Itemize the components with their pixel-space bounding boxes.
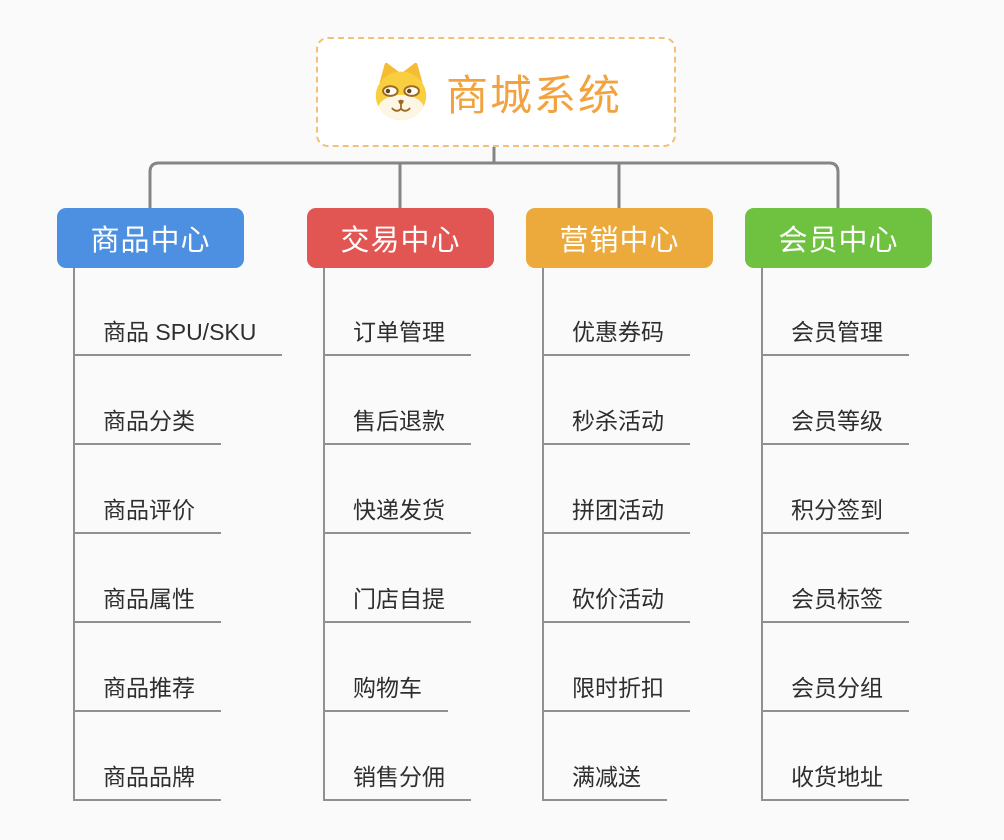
leaf-node[interactable]: 快递发货 — [323, 495, 471, 534]
branch-node-trade-center[interactable]: 交易中心 — [307, 208, 494, 268]
branch-label: 交易中心 — [340, 225, 461, 257]
branch-trunk-line — [542, 268, 544, 801]
branch-label: 营销中心 — [559, 225, 680, 257]
leaf-label: 会员标签 — [791, 586, 883, 612]
branch-column-product: 商品中心 商品 SPU/SKU 商品分类 商品评价 商品属性 商品推荐 商品品牌 — [57, 208, 283, 808]
leaf-node[interactable]: 门店自提 — [323, 584, 471, 623]
leaf-node[interactable]: 收货地址 — [761, 762, 909, 801]
leaf-label: 收货地址 — [791, 764, 883, 790]
branch-label: 会员中心 — [778, 225, 899, 257]
leaf-label: 商品分类 — [103, 408, 195, 434]
leaf-node[interactable]: 会员管理 — [761, 317, 909, 356]
leaf-label: 订单管理 — [353, 319, 445, 345]
leaf-label: 商品品牌 — [103, 764, 195, 790]
branch-column-trade: 交易中心 订单管理 售后退款 快递发货 门店自提 购物车 销售分佣 — [307, 208, 494, 808]
leaf-node[interactable]: 售后退款 — [323, 406, 471, 445]
leaf-label: 商品 SPU/SKU — [103, 319, 257, 345]
branch-trunk-line — [73, 268, 75, 801]
leaf-label: 会员等级 — [791, 408, 883, 434]
leaf-node[interactable]: 满减送 — [542, 762, 667, 801]
leaf-label: 秒杀活动 — [572, 408, 664, 434]
leaf-node[interactable]: 砍价活动 — [542, 584, 690, 623]
leaf-label: 限时折扣 — [572, 675, 664, 701]
dog-face-icon — [375, 62, 427, 121]
leaf-label: 商品评价 — [103, 497, 195, 523]
leaf-node[interactable]: 商品评价 — [73, 495, 221, 534]
leaf-node[interactable]: 商品 SPU/SKU — [73, 317, 283, 356]
leaf-node[interactable]: 拼团活动 — [542, 495, 690, 534]
branch-label: 商品中心 — [90, 225, 211, 257]
leaf-label: 门店自提 — [353, 586, 445, 612]
leaf-label: 优惠券码 — [572, 319, 664, 345]
leaf-node[interactable]: 会员分组 — [761, 673, 909, 712]
leaf-node[interactable]: 商品属性 — [73, 584, 221, 623]
root-node[interactable]: 商城系统 — [316, 37, 676, 147]
branch-trunk-line — [761, 268, 763, 801]
branch-trunk-line — [323, 268, 325, 801]
leaf-node[interactable]: 优惠券码 — [542, 317, 690, 356]
leaf-label: 砍价活动 — [572, 586, 664, 612]
root-title: 商城系统 — [445, 71, 622, 119]
leaf-label: 快递发货 — [353, 497, 445, 523]
leaf-node[interactable]: 会员标签 — [761, 584, 909, 623]
leaf-node[interactable]: 购物车 — [323, 673, 448, 712]
branch-column-marketing: 营销中心 优惠券码 秒杀活动 拼团活动 砍价活动 限时折扣 满减送 — [526, 208, 713, 808]
branch-node-marketing-center[interactable]: 营销中心 — [526, 208, 713, 268]
leaf-node[interactable]: 商品推荐 — [73, 673, 221, 712]
leaf-label: 商品推荐 — [103, 675, 195, 701]
leaf-node[interactable]: 订单管理 — [323, 317, 471, 356]
branch-node-member-center[interactable]: 会员中心 — [745, 208, 932, 268]
leaf-label: 会员分组 — [791, 675, 883, 701]
leaf-label: 拼团活动 — [572, 497, 664, 523]
leaf-node[interactable]: 商品分类 — [73, 406, 221, 445]
leaf-label: 销售分佣 — [353, 764, 445, 790]
leaf-label: 商品属性 — [103, 586, 195, 612]
leaf-node[interactable]: 限时折扣 — [542, 673, 690, 712]
leaf-label: 购物车 — [353, 675, 422, 701]
leaf-node[interactable]: 会员等级 — [761, 406, 909, 445]
leaf-node[interactable]: 积分签到 — [761, 495, 909, 534]
leaf-label: 会员管理 — [791, 319, 883, 345]
leaf-label: 售后退款 — [353, 408, 445, 434]
branch-column-member: 会员中心 会员管理 会员等级 积分签到 会员标签 会员分组 收货地址 — [745, 208, 932, 808]
leaf-node[interactable]: 商品品牌 — [73, 762, 221, 801]
leaf-label: 满减送 — [572, 764, 641, 790]
leaf-node[interactable]: 秒杀活动 — [542, 406, 690, 445]
leaf-label: 积分签到 — [791, 497, 883, 523]
leaf-node[interactable]: 销售分佣 — [323, 762, 471, 801]
branch-node-product-center[interactable]: 商品中心 — [57, 208, 244, 268]
